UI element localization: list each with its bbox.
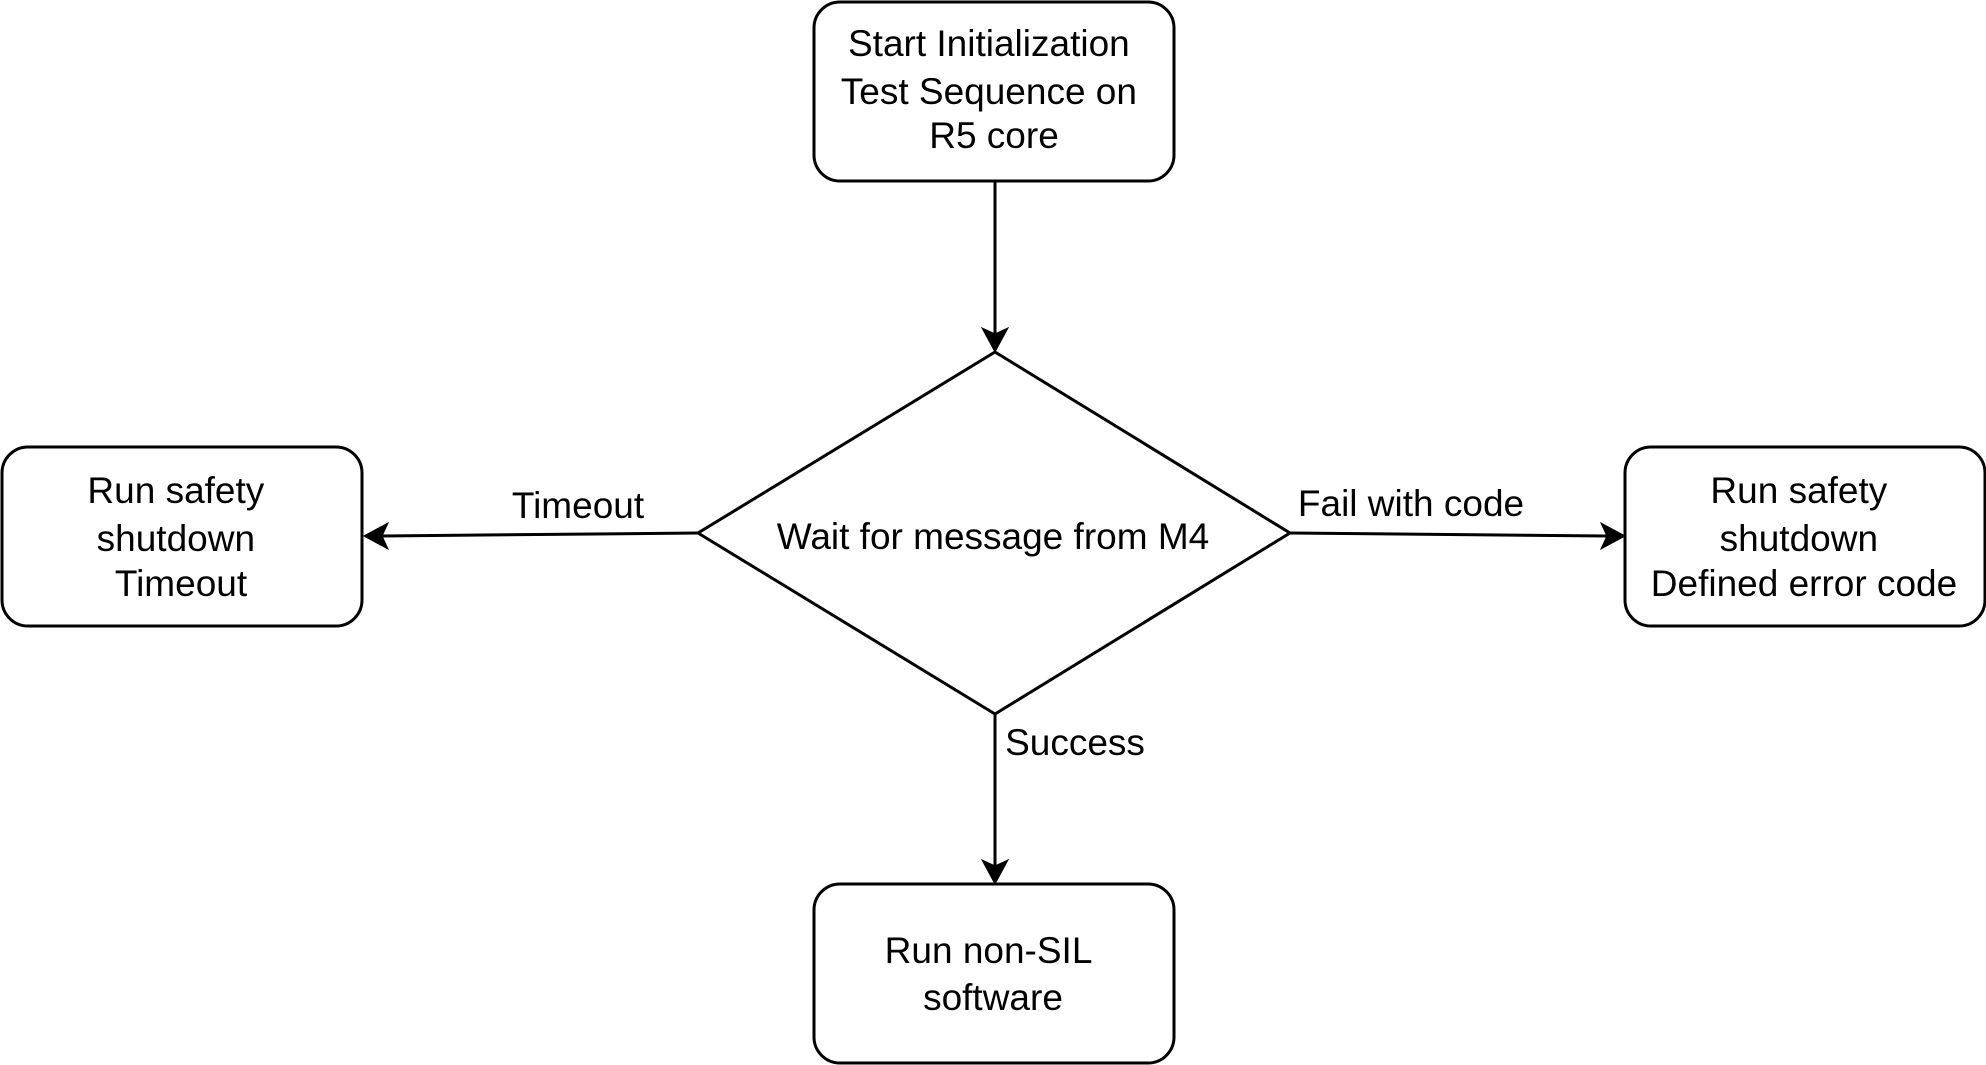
arrow-head-decision — [980, 326, 1010, 354]
timeout-shutdown-line-3: Timeout — [115, 563, 248, 604]
success-label: Run non-SIL software — [885, 930, 1102, 1018]
decision-label-line-1: Wait for message from M4 — [777, 516, 1209, 557]
success-box — [812, 882, 1176, 1065]
decision-label: Wait for message from M4 — [777, 516, 1209, 557]
timeout-shutdown-box — [0, 445, 364, 628]
arrow-head-error — [1599, 521, 1627, 551]
arrow-head-timeout — [362, 521, 390, 551]
timeout-shutdown-line-1: Run safety — [87, 470, 264, 511]
start-label-line-1: Start Initialization — [848, 23, 1130, 64]
start-label-line-2: Test Sequence on — [841, 71, 1137, 112]
edge-label-success: Success — [1005, 722, 1145, 763]
error-shutdown-line-1: Run safety — [1710, 470, 1887, 511]
node-success: Run non-SIL software — [812, 882, 1176, 1065]
decision-diamond — [695, 350, 1293, 716]
edges — [362, 181, 1627, 886]
error-shutdown-box — [1623, 445, 1986, 628]
error-shutdown-line-3: Defined error code — [1651, 563, 1957, 604]
edge-label-timeout: Timeout — [512, 485, 645, 526]
error-shutdown-line-2: shutdown — [1720, 518, 1878, 559]
start-label-line-3: R5 core — [929, 115, 1059, 156]
timeout-shutdown-line-2: shutdown — [97, 518, 255, 559]
node-start: Start Initialization Test Sequence on R5… — [812, 0, 1176, 183]
node-timeout-shutdown: Run safety shutdown Timeout — [0, 445, 364, 628]
node-decision: Wait for message from M4 — [695, 350, 1293, 716]
edge-decision-to-error — [1289, 531, 1608, 538]
edge-label-fail-with-code: Fail with code — [1298, 483, 1524, 524]
arrow-head-success — [980, 858, 1010, 886]
timeout-shutdown-label: Run safety shutdown Timeout — [87, 470, 274, 604]
edge-decision-to-timeout — [381, 531, 699, 538]
success-label-line-1: Run non-SIL — [885, 930, 1092, 971]
start-label: Start Initialization Test Sequence on R5… — [841, 23, 1148, 156]
success-label-line-2: software — [923, 977, 1063, 1018]
error-shutdown-label: Run safety shutdown Defined error code — [1651, 470, 1957, 604]
start-box — [812, 0, 1176, 183]
node-error-shutdown: Run safety shutdown Defined error code — [1623, 445, 1986, 628]
